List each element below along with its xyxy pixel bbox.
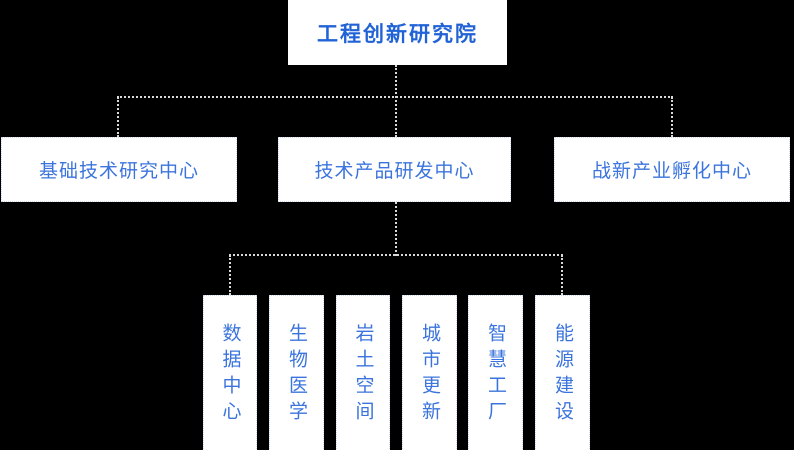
connector-center-vertical xyxy=(395,202,397,256)
connector-level2-left-stub xyxy=(117,97,119,137)
org-node-dept-3-label: 岩土空间 xyxy=(352,323,375,427)
org-node-dept-3: 岩土空间 xyxy=(336,295,390,450)
org-node-root-label: 工程创新研究院 xyxy=(317,21,478,46)
org-node-dept-5: 智慧工厂 xyxy=(468,295,523,450)
org-node-center-3-label: 战新产业孵化中心 xyxy=(591,160,752,182)
org-node-dept-6-label: 能源建设 xyxy=(552,323,574,427)
org-node-center-1-label: 基础技术研究中心 xyxy=(38,160,199,182)
org-node-dept-1-label: 数据中心 xyxy=(219,323,242,427)
connector-level3-horizontal xyxy=(229,254,563,256)
org-node-dept-1: 数据中心 xyxy=(203,295,257,450)
org-node-center-2-label: 技术产品研发中心 xyxy=(314,160,475,182)
org-node-center-3: 战新产业孵化中心 xyxy=(554,137,790,202)
org-node-root: 工程创新研究院 xyxy=(288,0,507,65)
connector-level3-left-stub xyxy=(229,255,231,295)
connector-level3-right-stub xyxy=(561,255,563,295)
connector-level2-horizontal xyxy=(117,96,673,98)
org-node-center-2: 技术产品研发中心 xyxy=(278,137,511,202)
connector-root-vertical xyxy=(395,65,397,137)
org-node-dept-2-label: 生物医学 xyxy=(286,323,308,427)
org-node-dept-4: 城市更新 xyxy=(402,295,457,450)
connector-level2-right-stub xyxy=(671,97,673,137)
org-node-dept-6: 能源建设 xyxy=(535,295,590,450)
org-node-center-1: 基础技术研究中心 xyxy=(1,137,237,202)
org-node-dept-5-label: 智慧工厂 xyxy=(485,323,507,427)
org-node-dept-4-label: 城市更新 xyxy=(419,323,441,427)
org-node-dept-2: 生物医学 xyxy=(269,295,324,450)
